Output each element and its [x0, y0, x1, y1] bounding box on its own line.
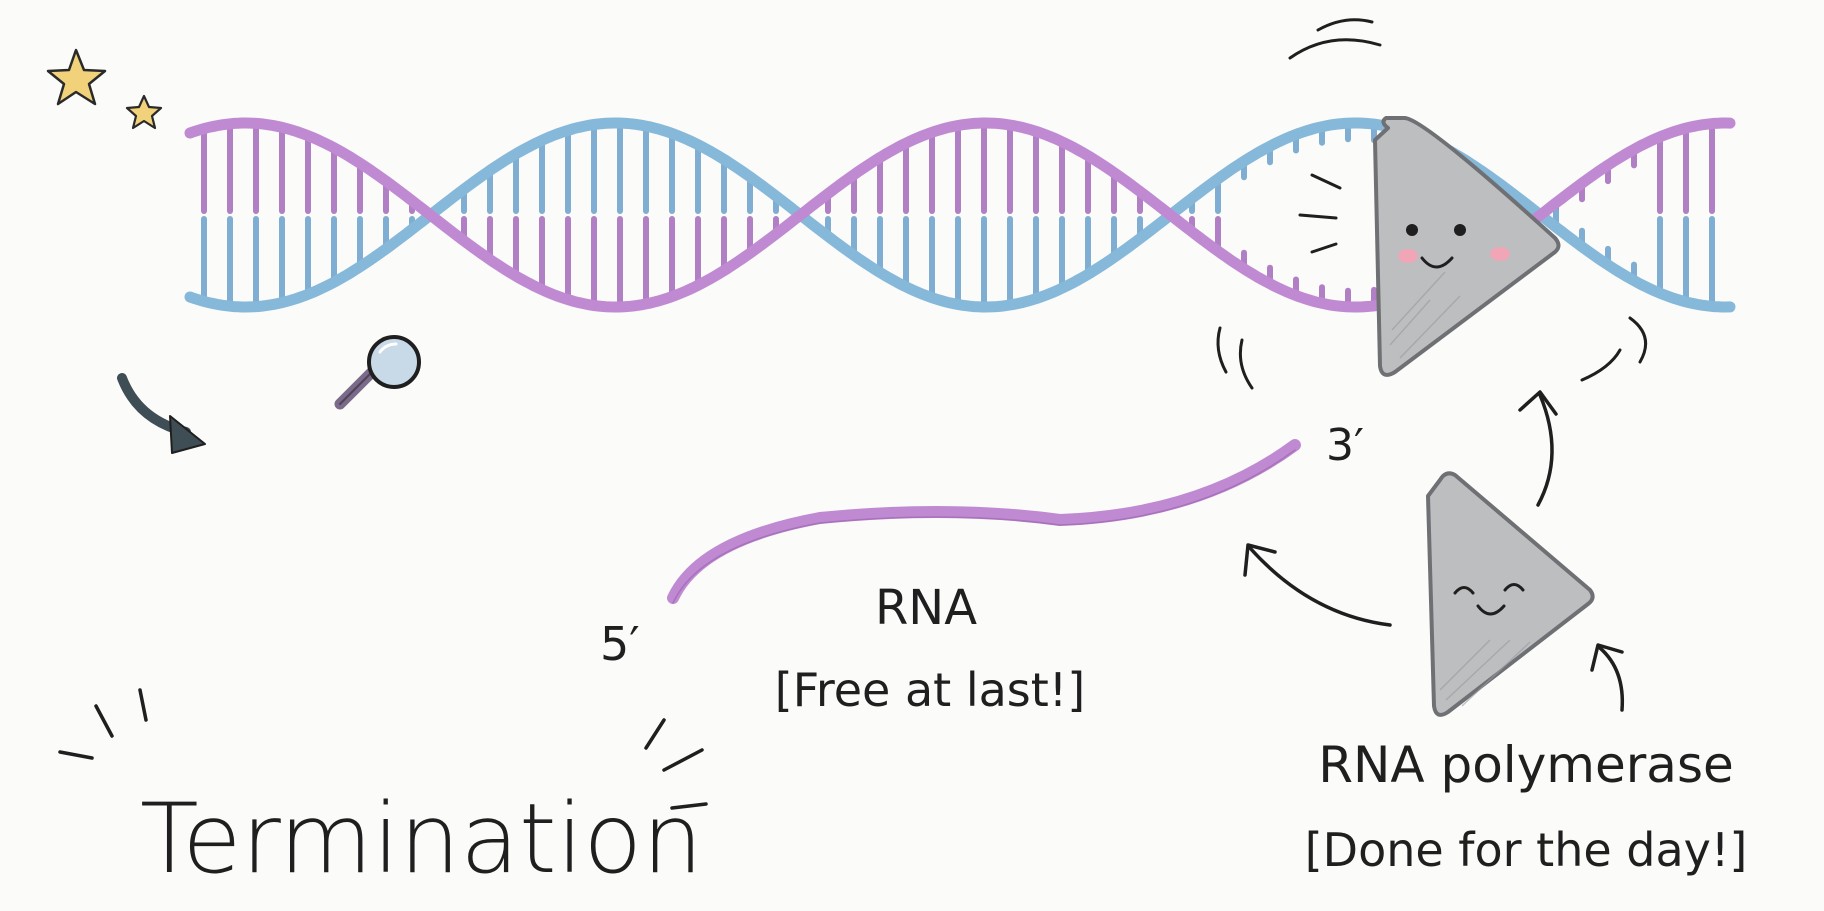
rna-polymerase-free [1426, 471, 1595, 717]
rna-label: RNA [875, 580, 977, 636]
rna-3-prime-label: 3′ [1326, 420, 1364, 471]
rna-note: [Free at last!] [775, 663, 1085, 717]
rna-polymerase-bound [1373, 116, 1561, 377]
polymerase-note: [Done for the day!] [1305, 823, 1748, 877]
curved-arrow-icon [1590, 643, 1625, 712]
magnifier-icon [334, 335, 421, 410]
star-icon [125, 94, 163, 130]
emphasis-marks [58, 688, 708, 810]
rna-strand [667, 439, 1301, 604]
star-icon [46, 48, 107, 106]
curved-arrow-icon [1518, 390, 1558, 507]
motion-lines [1216, 18, 1648, 390]
curved-arrow-icon [117, 373, 206, 454]
rna-5-prime-label: 5′ [600, 617, 640, 671]
curved-arrow-icon [1243, 543, 1392, 627]
polymerase-label: RNA polymerase [1318, 736, 1734, 794]
dna-base-pairs [201, 120, 1715, 310]
diagram-title: Termination [140, 783, 703, 895]
